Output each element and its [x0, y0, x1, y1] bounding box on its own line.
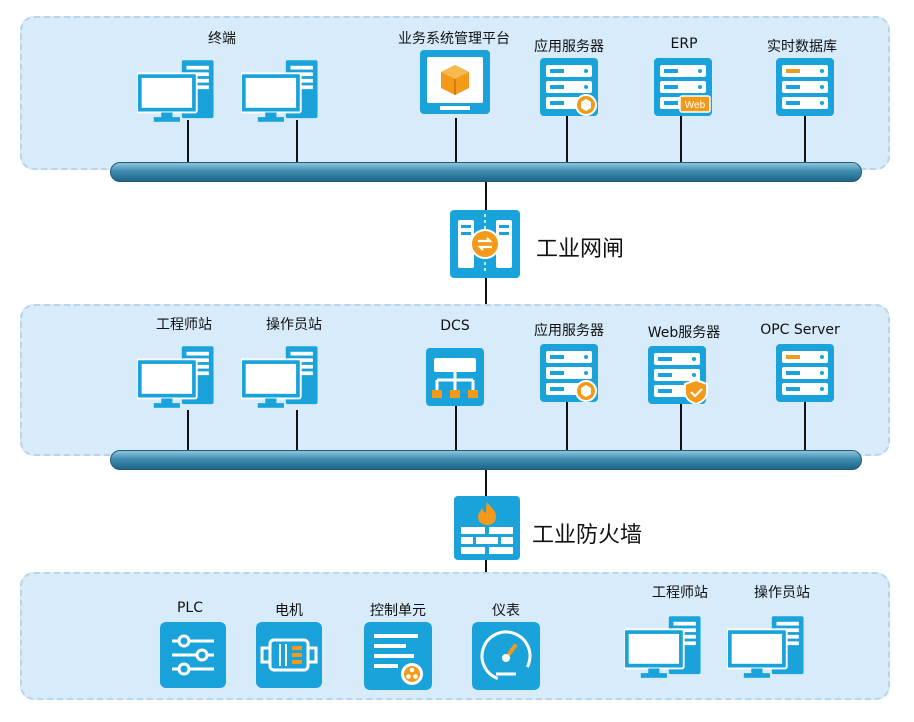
- eng-station-label: 工程师站: [652, 585, 708, 601]
- web-server-label: Web服务器: [647, 325, 721, 341]
- app-server-icon: [540, 58, 598, 116]
- middle-network-bus: [110, 450, 862, 470]
- link-line: [455, 406, 457, 450]
- firewall-icon: [454, 496, 520, 560]
- operator-station-pc-icon: [727, 616, 811, 678]
- app-server-label: 应用服务器: [534, 323, 604, 339]
- top-network-bus: [110, 162, 862, 182]
- link-line: [485, 278, 487, 306]
- operator-station-pc-icon: [241, 346, 325, 408]
- link-line: [455, 118, 457, 163]
- link-line: [566, 116, 568, 163]
- motor-icon: [256, 622, 322, 688]
- link-line: [187, 120, 189, 163]
- eng-station-pc-icon: [624, 616, 708, 678]
- motor-label: 电机: [275, 603, 303, 619]
- control-unit-label: 控制单元: [370, 603, 426, 619]
- management-platform-icon: [420, 50, 490, 114]
- instrument-gauge-icon: [472, 622, 540, 690]
- link-line: [485, 470, 487, 498]
- link-line: [187, 410, 189, 450]
- eng-station-label: 工程师站: [156, 317, 212, 333]
- dcs-icon: [426, 348, 484, 406]
- link-line: [296, 410, 298, 450]
- operator-station-label: 操作员站: [754, 585, 810, 601]
- link-line: [485, 560, 487, 574]
- realtime-db-server-icon: [776, 58, 834, 116]
- link-line: [804, 402, 806, 450]
- web-server-shield-icon: [648, 346, 708, 404]
- app-server-icon: [540, 344, 598, 402]
- instrument-label: 仪表: [492, 603, 520, 619]
- link-line: [296, 120, 298, 163]
- erp-label: ERP: [670, 36, 698, 52]
- terminal-pc-icon: [241, 60, 325, 122]
- link-line: [680, 116, 682, 163]
- link-line: [485, 182, 487, 212]
- terminal-label: 终端: [208, 31, 236, 47]
- plc-label: PLC: [176, 600, 204, 616]
- opc-server-label: OPC Server: [760, 322, 840, 338]
- dcs-label: DCS: [440, 318, 470, 334]
- eng-station-pc-icon: [137, 346, 221, 408]
- operator-station-label: 操作员站: [266, 317, 322, 333]
- terminal-pc-icon: [137, 60, 221, 122]
- realtime-db-label: 实时数据库: [767, 39, 837, 55]
- firewall-label: 工业防火墙: [532, 523, 643, 548]
- platform-label: 业务系统管理平台: [398, 31, 510, 47]
- erp-web-badge: Web: [685, 100, 706, 111]
- opc-server-icon: [776, 344, 834, 402]
- app-server-label: 应用服务器: [534, 39, 604, 55]
- erp-server-icon: Web: [654, 58, 712, 116]
- link-line: [804, 116, 806, 163]
- control-unit-icon: [364, 622, 432, 690]
- link-line: [566, 402, 568, 450]
- gateway-icon: [450, 210, 520, 278]
- gateway-label: 工业网闸: [536, 237, 625, 262]
- plc-icon: [160, 622, 226, 688]
- link-line: [680, 402, 682, 450]
